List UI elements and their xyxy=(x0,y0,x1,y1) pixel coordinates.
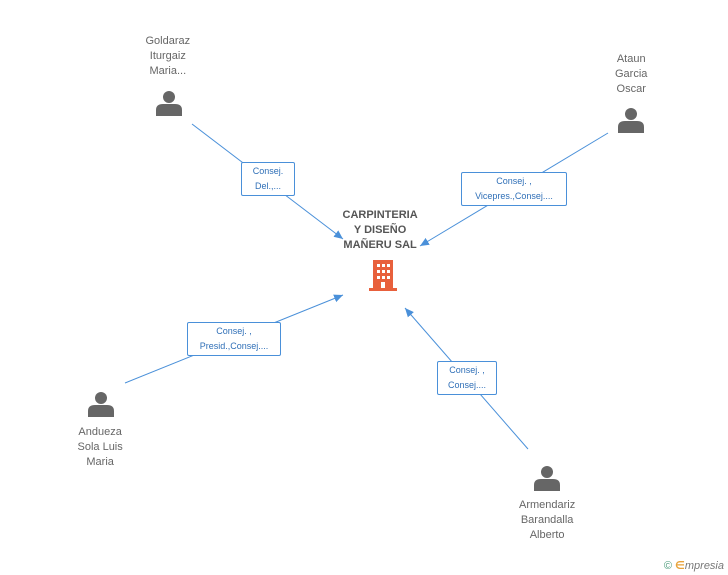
person-icon xyxy=(88,392,114,417)
role-label[interactable]: Consej. , Presid.,Consej.... xyxy=(187,322,281,356)
role-text: Vicepres.,Consej.... xyxy=(475,191,553,201)
person-name-line: Oscar xyxy=(616,83,646,95)
person-icon xyxy=(156,91,182,116)
role-text: Consej.... xyxy=(447,380,487,390)
person-name-line: Barandalla xyxy=(520,514,574,526)
person-icon xyxy=(534,466,560,491)
person-icon xyxy=(618,108,644,133)
role-text: Consej. , xyxy=(216,326,252,336)
empresia-logo-text: mpresia xyxy=(684,560,724,572)
empresia-logo-mark: ∈ xyxy=(675,560,685,572)
person-name-line: Sola Luis xyxy=(77,441,123,453)
person-name-line: Goldaraz xyxy=(145,35,191,47)
person-name-line: Ataun xyxy=(616,53,646,65)
person-name-line: Maria xyxy=(86,456,114,468)
person-name-line: Maria... xyxy=(149,65,187,77)
role-text: Presid.,Consej.... xyxy=(199,341,269,351)
company-name-line: Y DISEÑO xyxy=(353,224,407,236)
role-label[interactable]: Consej. Del.,... xyxy=(241,162,295,196)
empresia-watermark: ©∈mpresia xyxy=(664,559,724,572)
role-text: Consej. , xyxy=(496,176,532,186)
company-name-line: CARPINTERIA xyxy=(342,209,418,221)
role-label[interactable]: Consej. , Consej.... xyxy=(437,361,497,395)
company-name-line: MAÑERU SAL xyxy=(343,239,417,251)
copyright-icon: © xyxy=(663,560,672,572)
person-name-line: Alberto xyxy=(529,529,565,541)
role-text: Consej. xyxy=(252,166,284,176)
person-name-line: Iturgaiz xyxy=(149,50,186,62)
company-name[interactable]: CARPINTERIA Y DISEÑO MAÑERU SAL xyxy=(343,208,418,253)
person-name-line: Garcia xyxy=(615,68,648,80)
person-name-line: Armendariz xyxy=(519,499,576,511)
role-text: Del.,... xyxy=(254,181,281,191)
role-label[interactable]: Consej. , Vicepres.,Consej.... xyxy=(461,172,567,206)
person-name-line: Andueza xyxy=(78,426,122,438)
role-text: Consej. , xyxy=(449,365,485,375)
building-icon xyxy=(369,260,397,291)
